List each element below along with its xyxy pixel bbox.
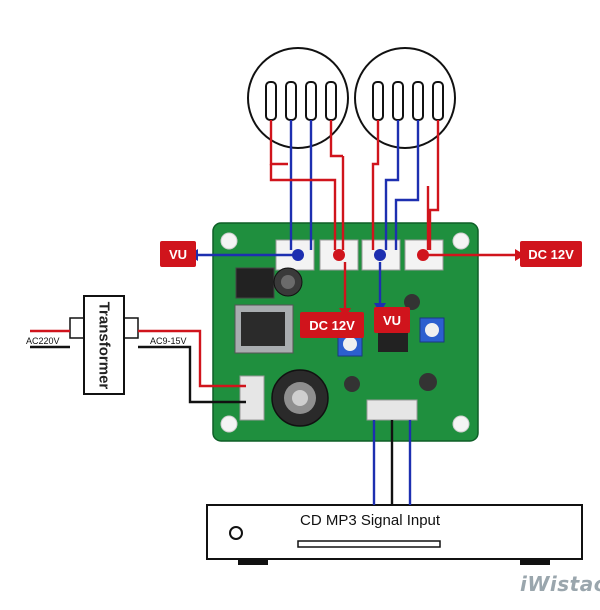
dc12v-tag-right: DC 12V bbox=[520, 241, 582, 267]
wires bbox=[30, 120, 515, 505]
vu-meter-socket-left bbox=[247, 47, 349, 149]
transformer bbox=[69, 295, 139, 395]
brand-logo: iWistao bbox=[520, 572, 600, 596]
ac915v-label: AC9-15V bbox=[150, 336, 187, 346]
transformer-label: Transformer bbox=[95, 301, 113, 389]
vu-meter-socket-right bbox=[354, 47, 456, 149]
vu-tag-left: VU bbox=[160, 241, 196, 267]
vu-tag-center: VU bbox=[374, 307, 410, 333]
cd-input-label: CD MP3 Signal Input bbox=[300, 512, 441, 529]
ac220v-label: AC220V bbox=[26, 336, 60, 346]
dc12v-tag-center: DC 12V bbox=[300, 312, 364, 338]
cd-player bbox=[206, 504, 583, 565]
connector-dots bbox=[292, 249, 429, 261]
